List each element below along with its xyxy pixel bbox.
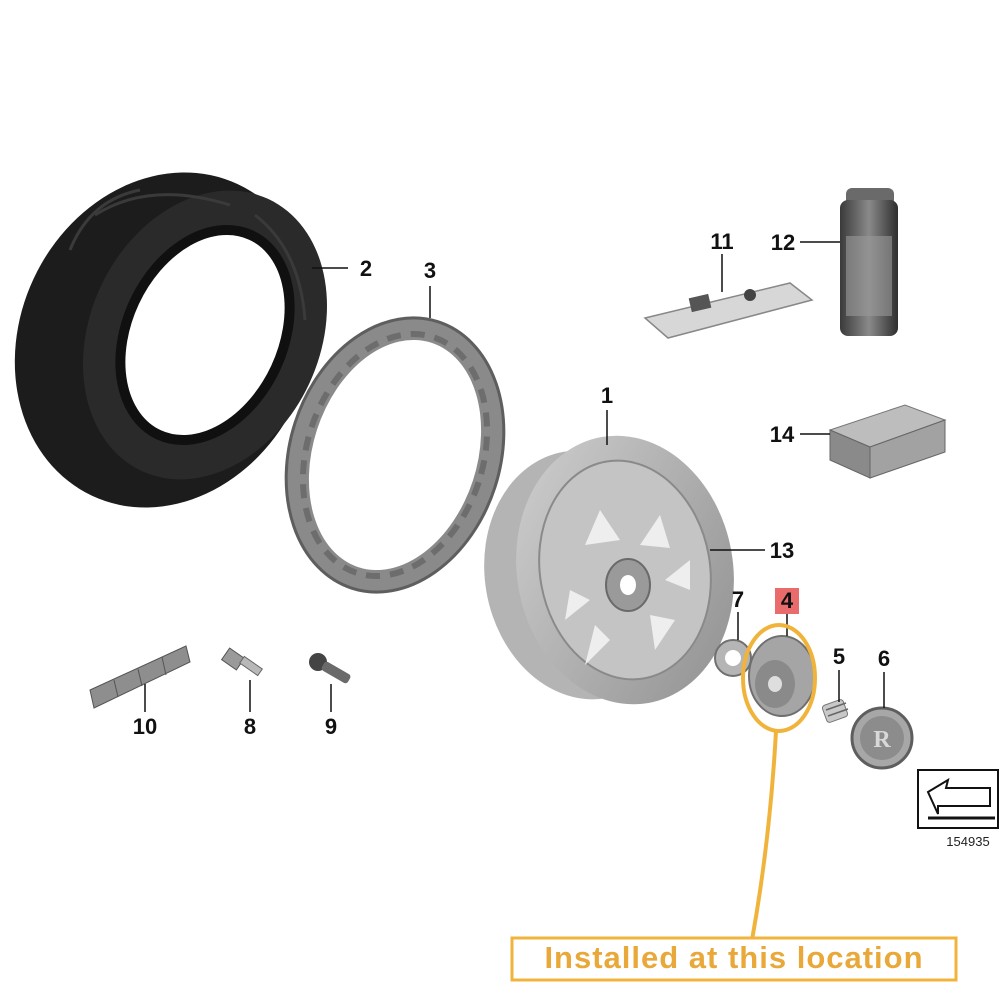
- callout-14: 14: [770, 422, 795, 447]
- runflat-ring: [284, 316, 506, 594]
- callout-13: 13: [770, 538, 794, 563]
- emblem-cap: R: [850, 706, 914, 770]
- callout-6: 6: [878, 646, 890, 671]
- install-location-circle: [741, 623, 817, 733]
- callout-10: 10: [133, 714, 157, 739]
- install-leader: [750, 730, 778, 941]
- callout-1: 1: [601, 383, 613, 408]
- spring: [821, 699, 849, 723]
- hub-cap: [748, 635, 816, 717]
- svg-text:R: R: [873, 727, 891, 753]
- box: [828, 404, 947, 479]
- install-note-box: [510, 936, 958, 982]
- balance-weight: [89, 645, 191, 709]
- wheel-rim: [484, 435, 734, 705]
- callout-5: 5: [833, 644, 845, 669]
- callout-9: 9: [325, 714, 337, 739]
- callout-8: 8: [244, 714, 256, 739]
- callout-12: 12: [771, 230, 795, 255]
- bolt: [220, 647, 264, 677]
- callout-3: 3: [424, 258, 436, 283]
- part-4-highlight: [775, 588, 799, 614]
- repair-kit: [643, 282, 814, 339]
- tire: [14, 172, 327, 508]
- spray-can: [840, 188, 898, 336]
- callout-2: 2: [360, 256, 372, 281]
- callout-7: 7: [732, 587, 744, 612]
- valve: [309, 653, 351, 684]
- callout-4: 4: [781, 588, 794, 613]
- next-page-arrow-icon[interactable]: [917, 769, 999, 829]
- install-note: Installed at this location: [544, 940, 923, 975]
- callout-11: 11: [710, 229, 733, 254]
- reference-number: 154935: [946, 834, 989, 849]
